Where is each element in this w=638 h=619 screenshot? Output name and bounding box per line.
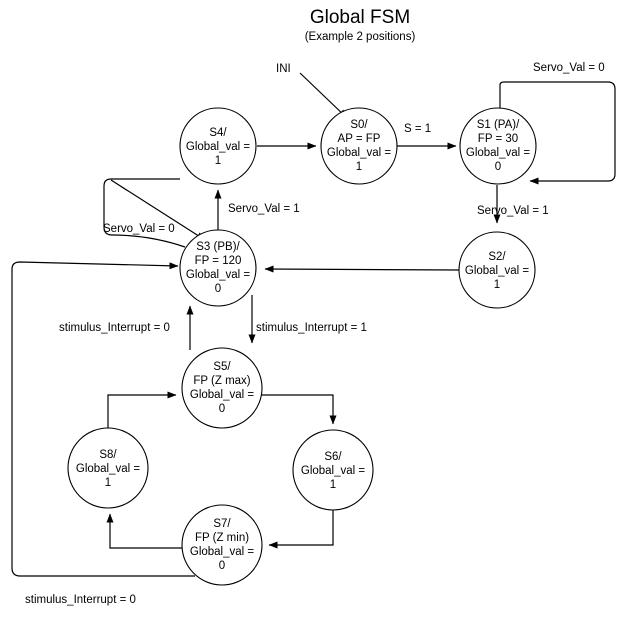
edge-s3-self-loop-tail	[103, 178, 186, 248]
state-label-s8-line1: Global_val =	[76, 463, 141, 475]
state-circle-s8[interactable]	[67, 427, 149, 509]
states-layer: S4/ Global_val = 1 S0/ AP = FP Global_va…	[67, 107, 537, 586]
edge-s2-to-s3	[264, 265, 460, 273]
edges-layer	[11, 72, 616, 577]
state-label-s5-line2: Global_val =	[190, 389, 255, 401]
state-label-s0-line0: S0/	[350, 119, 368, 131]
edge-s7-to-s3	[11, 261, 195, 577]
state-label-s1-line3: 0	[495, 161, 501, 173]
state-label-s0-line3: 1	[356, 161, 362, 173]
state-label-s5-line1: FP (Z max)	[193, 375, 250, 387]
state-label-s4-line0: S4/	[209, 127, 227, 139]
state-label-s2-line0: S2/	[488, 251, 506, 263]
edge-s1-self-loop	[499, 81, 616, 185]
state-label-s5-line3: 0	[219, 403, 225, 415]
state-label-s1-line0: S1 (PA)/	[477, 119, 520, 131]
state-label-s1-line1: FP = 30	[478, 133, 518, 145]
state-circle-s4[interactable]	[179, 107, 257, 185]
state-label-s0-line1: AP = FP	[338, 133, 381, 145]
label-servo-val-0-s1: Servo_Val = 0	[533, 62, 605, 74]
state-circle-s7[interactable]	[181, 504, 263, 586]
state-node-s1[interactable]: S1 (PA)/ FP = 30 Global_val = 0	[459, 107, 537, 185]
label-servo-val-1-s1-s2: Servo_Val = 1	[477, 205, 549, 217]
label-stimulus-interrupt-1-s3: stimulus_Interrupt = 1	[256, 322, 367, 334]
state-label-s6-line0: S6/	[324, 451, 342, 463]
state-label-s3-line2: Global_val =	[186, 269, 251, 281]
state-label-s7-line3: 0	[219, 560, 225, 572]
state-circle-s3[interactable]	[179, 229, 257, 307]
state-circle-s6[interactable]	[292, 429, 374, 511]
state-node-s8[interactable]: S8/ Global_val = 1	[67, 427, 149, 509]
edge-s3-self-loop	[110, 179, 206, 241]
state-label-s8-line0: S8/	[99, 449, 117, 461]
state-circle-s2[interactable]	[458, 231, 536, 309]
edge-s5-to-s6	[261, 394, 337, 425]
edge-s7-to-s8	[106, 513, 182, 549]
state-node-s7[interactable]: S7/ FP (Z min) Global_val = 0	[181, 504, 263, 586]
state-label-s7-line1: FP (Z min)	[195, 532, 249, 544]
state-node-s6[interactable]: S6/ Global_val = 1	[292, 429, 374, 511]
page-subtitle: (Example 2 positions)	[305, 31, 416, 43]
state-label-s1-line2: Global_val =	[466, 147, 531, 159]
state-label-s3-line0: S3 (PB)/	[196, 241, 240, 253]
state-node-s2[interactable]: S2/ Global_val = 1	[458, 231, 536, 309]
label-stimulus-interrupt-0-s5: stimulus_Interrupt = 0	[59, 322, 170, 334]
state-label-s4-line1: Global_val =	[186, 141, 251, 153]
state-circle-s5[interactable]	[181, 347, 263, 429]
edge-s8-to-s5	[107, 391, 177, 428]
state-label-s7-line2: Global_val =	[190, 546, 255, 558]
edge-labels-layer: INI S = 1 Servo_Val = 0 Servo_Val = 1 Se…	[25, 62, 605, 606]
edge-s6-to-s7	[268, 510, 334, 549]
state-label-s4-line2: 1	[215, 155, 221, 167]
state-label-s5-line0: S5/	[213, 361, 231, 373]
state-circle-s0[interactable]	[320, 107, 398, 185]
entry-label-ini: INI	[276, 63, 291, 75]
state-label-s2-line2: 1	[494, 279, 500, 291]
page-title: Global FSM	[310, 7, 410, 28]
label-s-equals-1: S = 1	[404, 123, 431, 135]
state-node-s4[interactable]: S4/ Global_val = 1	[179, 107, 257, 185]
state-label-s0-line2: Global_val =	[327, 147, 392, 159]
state-label-s7-line0: S7/	[213, 518, 231, 530]
state-label-s2-line1: Global_val =	[465, 265, 530, 277]
state-node-s0[interactable]: S0/ AP = FP Global_val = 1	[320, 107, 398, 185]
state-circle-s1[interactable]	[459, 107, 537, 185]
edge-ini-to-s0	[299, 72, 348, 119]
label-servo-val-1-s3-s4: Servo_Val = 1	[228, 203, 300, 215]
state-node-s5[interactable]: S5/ FP (Z max) Global_val = 0	[181, 347, 263, 429]
state-label-s6-line1: Global_val =	[301, 465, 366, 477]
state-label-s3-line3: 0	[215, 283, 221, 295]
state-label-s8-line2: 1	[105, 477, 111, 489]
label-servo-val-0-s3: Servo_Val = 0	[103, 223, 175, 235]
label-stimulus-interrupt-0-s7: stimulus_Interrupt = 0	[25, 594, 136, 606]
state-label-s3-line1: FP = 120	[195, 255, 242, 267]
state-node-s3[interactable]: S3 (PB)/ FP = 120 Global_val = 0	[179, 229, 257, 307]
state-label-s6-line2: 1	[330, 479, 336, 491]
